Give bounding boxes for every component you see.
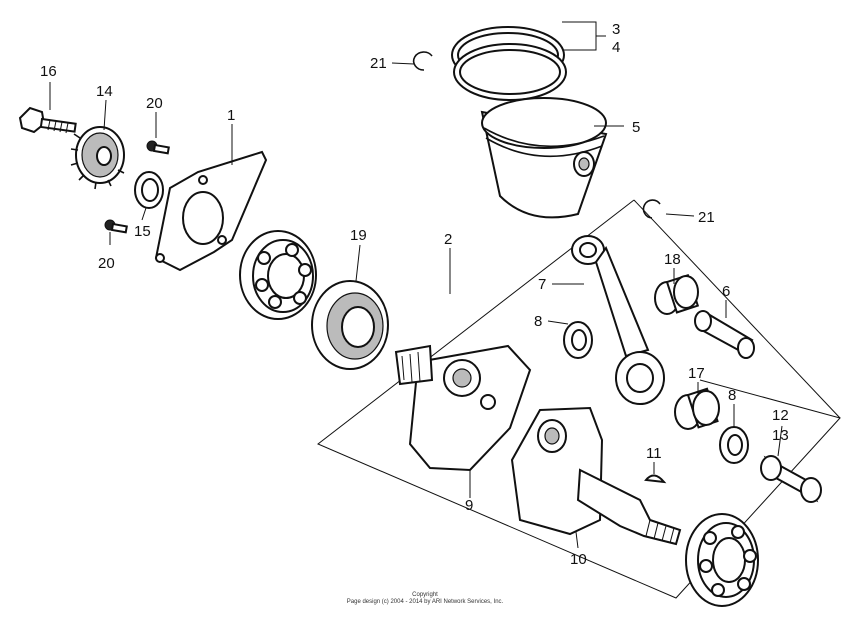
ball-bearing-right[interactable] xyxy=(685,513,759,607)
callout-10: 10 xyxy=(570,551,587,568)
screw-part-20-lower[interactable] xyxy=(104,219,128,234)
washer-part-8-upper[interactable] xyxy=(563,321,593,359)
callout-19: 19 xyxy=(350,227,367,244)
callout-16: 16 xyxy=(40,63,57,80)
oil-seal-part-19[interactable] xyxy=(311,280,389,370)
callout-7: 7 xyxy=(538,276,546,293)
washer-part-8-lower[interactable] xyxy=(719,426,749,464)
callout-14: 14 xyxy=(96,83,113,100)
callout-4: 4 xyxy=(612,39,620,56)
circlip-part-21-right[interactable] xyxy=(642,199,661,219)
callout-18: 18 xyxy=(664,251,681,268)
needle-bearing-part-18[interactable] xyxy=(654,273,700,315)
screw-part-20-upper[interactable] xyxy=(146,140,170,155)
callout-20-upper: 20 xyxy=(146,95,163,112)
callout-9: 9 xyxy=(465,497,473,514)
crank-pin-part-12-13[interactable] xyxy=(760,455,822,503)
piston-pin-part-6[interactable] xyxy=(694,310,755,359)
ball-bearing-left[interactable] xyxy=(239,230,317,320)
callout-15: 15 xyxy=(134,223,151,240)
callout-3: 3 xyxy=(612,21,620,38)
callout-8-upper: 8 xyxy=(534,313,542,330)
callout-11: 11 xyxy=(646,445,662,462)
callout-21-upper: 21 xyxy=(370,55,387,72)
callout-8-lower: 8 xyxy=(728,387,736,404)
woodruff-key-part-11[interactable] xyxy=(644,474,667,484)
callout-5: 5 xyxy=(632,119,640,136)
crank-half-part-10[interactable] xyxy=(510,406,682,546)
needle-bearing-part-17[interactable] xyxy=(674,387,720,430)
connecting-rod-part-7[interactable] xyxy=(571,235,665,405)
leader-lines xyxy=(49,21,783,549)
cover-plate-part-1[interactable] xyxy=(154,150,268,272)
copyright-notice: Page design (c) 2004 - 2014 by ARI Netwo… xyxy=(346,599,504,605)
callout-labels: 16 14 20 1 21 3 4 5 21 15 20 19 2 7 18 6… xyxy=(40,21,789,568)
bolt-part-16[interactable] xyxy=(18,106,77,134)
oil-seal-part-15[interactable] xyxy=(134,171,164,209)
callout-12: 12 xyxy=(772,407,789,424)
crank-half-part-9[interactable] xyxy=(394,344,532,472)
callout-17: 17 xyxy=(688,365,705,382)
callout-6: 6 xyxy=(722,283,730,300)
piston-part-5[interactable] xyxy=(480,97,608,219)
copyright-title: Copyright xyxy=(412,592,438,598)
callout-2: 2 xyxy=(444,231,452,248)
callout-1: 1 xyxy=(227,107,235,124)
callout-21-right: 21 xyxy=(698,209,715,226)
gear-part-14[interactable] xyxy=(70,126,125,190)
piston-rings-part-3-4[interactable] xyxy=(451,26,567,101)
callout-13: 13 xyxy=(772,427,789,444)
circlip-part-21-upper[interactable] xyxy=(412,51,433,71)
callout-20-lower: 20 xyxy=(98,255,115,272)
